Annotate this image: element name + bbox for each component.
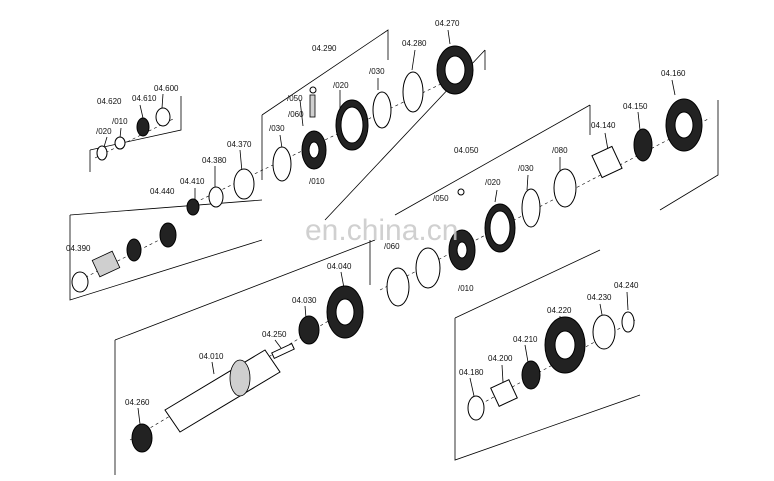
sleeve-020-b-inner [489, 210, 511, 246]
ball-050 [309, 86, 317, 94]
label-060-b: /060 [384, 242, 400, 251]
label-010-a: /010 [112, 117, 128, 126]
bearing-04-030 [298, 315, 320, 345]
pin-04-250 [271, 342, 295, 360]
label-04-280: 04.280 [402, 39, 427, 48]
shaft-04-010 [164, 349, 281, 433]
spring-pin-060 [309, 94, 316, 118]
sleeve [91, 250, 121, 278]
ring-04-280 [402, 71, 424, 113]
ring-030-c [521, 188, 541, 228]
ring-020 [96, 145, 108, 161]
label-04-030: 04.030 [292, 296, 317, 305]
label-04-370: 04.370 [227, 140, 252, 149]
label-04-270: 04.270 [435, 19, 460, 28]
label-04-210: 04.210 [513, 335, 538, 344]
label-020-c: /020 [485, 178, 501, 187]
ring-060 [386, 267, 410, 307]
bearing-04-230 [592, 314, 616, 350]
label-04-040: 04.040 [327, 262, 352, 271]
label-04-610: 04.610 [132, 94, 157, 103]
ring-04-240 [621, 311, 635, 333]
label-04-620: 04.620 [97, 97, 122, 106]
label-04-160: 04.160 [661, 69, 686, 78]
label-010-c: /010 [458, 284, 474, 293]
ring-04-380 [208, 186, 224, 208]
label-030-c: /030 [518, 164, 534, 173]
synchro-hub-2-bore [456, 241, 468, 259]
gear-04-040-hub [335, 298, 355, 326]
label-04-200: 04.200 [488, 354, 513, 363]
ring-010 [114, 136, 126, 150]
shaft-spline [229, 359, 251, 397]
label-04-250: 04.250 [262, 330, 287, 339]
label-04-260: 04.260 [125, 398, 150, 407]
label-04-230: 04.230 [587, 293, 612, 302]
label-04-010: 04.010 [199, 352, 224, 361]
synchro-hub-bore [308, 141, 320, 159]
ring-04-050 [415, 247, 441, 289]
label-04-290: 04.290 [312, 44, 337, 53]
label-050-b: /050 [433, 194, 449, 203]
label-04-150: 04.150 [623, 102, 648, 111]
gear-04-160-hub [674, 111, 694, 139]
label-04-050: 04.050 [454, 146, 479, 155]
label-04-240: 04.240 [614, 281, 639, 290]
gear-04-440 [159, 222, 177, 248]
ring-030-b [372, 91, 392, 129]
label-060-a: /060 [288, 110, 304, 119]
parts [71, 45, 703, 453]
label-020-b: /020 [333, 81, 349, 90]
ring-04-180 [467, 395, 485, 421]
sleeve-04-140 [591, 145, 623, 179]
label-04-410: 04.410 [180, 177, 205, 186]
label-04-220: 04.220 [547, 306, 572, 315]
label-010-b: /010 [309, 177, 325, 186]
label-04-600: 04.600 [154, 84, 179, 93]
watermark: en.china.cn [305, 214, 458, 247]
gear-04-610 [136, 117, 150, 137]
label-04-390: 04.390 [66, 244, 91, 253]
bearing-04-260 [131, 423, 153, 453]
ball-050-b [457, 188, 465, 196]
label-04-380: 04.380 [202, 156, 227, 165]
ring-04-390 [71, 271, 89, 293]
label-04-440: 04.440 [150, 187, 175, 196]
part-labels: 04.620 04.610 04.600 /020 /010 04.290 04… [66, 19, 686, 407]
ring-04-370 [233, 168, 255, 200]
gear-small [126, 238, 142, 262]
bracket-lines [69, 29, 719, 475]
label-030-a: /030 [369, 67, 385, 76]
label-030-b: /030 [269, 124, 285, 133]
axis-lines [79, 69, 711, 441]
bearing-04-210 [521, 360, 541, 390]
bearing-04-410 [186, 198, 200, 216]
ring-080 [553, 168, 577, 208]
label-080: /080 [552, 146, 568, 155]
label-020-a: /020 [96, 127, 112, 136]
label-050-a: /050 [287, 94, 303, 103]
gear-04-220-hub [554, 330, 576, 360]
sleeve-020-inner [340, 106, 364, 144]
ring-030-a [272, 146, 292, 182]
sleeve-04-200 [490, 379, 518, 407]
gear-04-270-hub [444, 55, 466, 85]
bearing-04-150 [633, 128, 653, 162]
ring-04-600 [155, 107, 171, 127]
label-04-140: 04.140 [591, 121, 616, 130]
label-04-180: 04.180 [459, 368, 484, 377]
